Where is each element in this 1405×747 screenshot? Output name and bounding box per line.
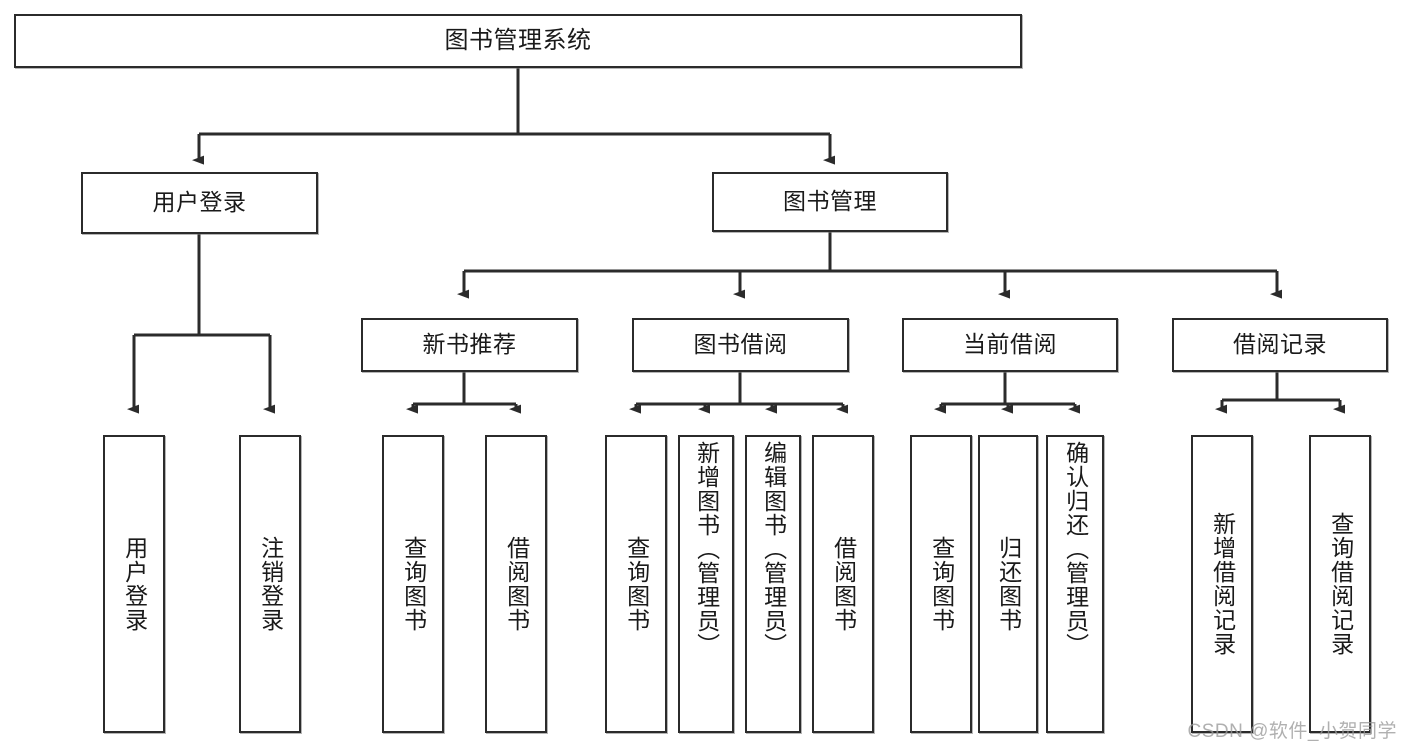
node-root-label: 图书管理系统 (444, 26, 592, 54)
leaf-logout-label: 注销登录 (257, 536, 284, 632)
leaf-query-book-borrow[interactable]: 查询图书 (605, 435, 667, 733)
leaf-add-book-label: 新增图书（管理员） (693, 441, 720, 657)
node-book-borrow-label: 图书借阅 (693, 331, 788, 358)
node-book-manage-label: 图书管理 (783, 188, 877, 215)
node-root[interactable]: 图书管理系统 (14, 14, 1022, 68)
leaf-logout[interactable]: 注销登录 (239, 435, 301, 733)
leaf-confirm-return-label: 确认归还（管理员） (1062, 441, 1089, 657)
node-borrow-record[interactable]: 借阅记录 (1172, 318, 1388, 372)
leaf-query-book-recommend-label: 查询图书 (400, 536, 427, 632)
leaf-add-borrow-record[interactable]: 新增借阅记录 (1191, 435, 1253, 733)
watermark-text: CSDN @软件_小贺同学 (1187, 721, 1397, 742)
leaf-borrow-book-borrow[interactable]: 借阅图书 (812, 435, 874, 733)
leaf-user-login-label: 用户登录 (121, 536, 148, 632)
leaf-borrow-book-borrow-label: 借阅图书 (830, 536, 857, 632)
node-book-manage[interactable]: 图书管理 (712, 172, 948, 232)
leaf-query-borrow-record-label: 查询借阅记录 (1327, 512, 1354, 656)
node-new-book-recommend-label: 新书推荐 (422, 331, 517, 358)
leaf-query-book-borrow-label: 查询图书 (623, 536, 650, 632)
leaf-query-book-recommend[interactable]: 查询图书 (382, 435, 444, 733)
leaf-return-book-label: 归还图书 (995, 536, 1022, 632)
leaf-edit-book[interactable]: 编辑图书（管理员） (745, 435, 801, 733)
node-user-login[interactable]: 用户登录 (81, 172, 318, 234)
node-current-borrow[interactable]: 当前借阅 (902, 318, 1118, 372)
node-borrow-record-label: 借阅记录 (1233, 331, 1327, 358)
node-current-borrow-label: 当前借阅 (963, 331, 1057, 358)
leaf-add-book[interactable]: 新增图书（管理员） (678, 435, 734, 733)
leaf-user-login[interactable]: 用户登录 (103, 435, 165, 733)
leaf-query-borrow-record[interactable]: 查询借阅记录 (1309, 435, 1371, 733)
leaf-return-book[interactable]: 归还图书 (978, 435, 1038, 733)
leaf-borrow-book-recommend[interactable]: 借阅图书 (485, 435, 547, 733)
node-book-borrow[interactable]: 图书借阅 (632, 318, 849, 372)
leaf-query-book-current[interactable]: 查询图书 (910, 435, 972, 733)
node-user-login-label: 用户登录 (152, 189, 247, 216)
leaf-confirm-return[interactable]: 确认归还（管理员） (1046, 435, 1104, 733)
leaf-query-book-current-label: 查询图书 (928, 536, 955, 632)
leaf-borrow-book-recommend-label: 借阅图书 (503, 536, 530, 632)
leaf-add-borrow-record-label: 新增借阅记录 (1209, 512, 1236, 656)
leaf-edit-book-label: 编辑图书（管理员） (760, 441, 787, 657)
node-new-book-recommend[interactable]: 新书推荐 (361, 318, 578, 372)
